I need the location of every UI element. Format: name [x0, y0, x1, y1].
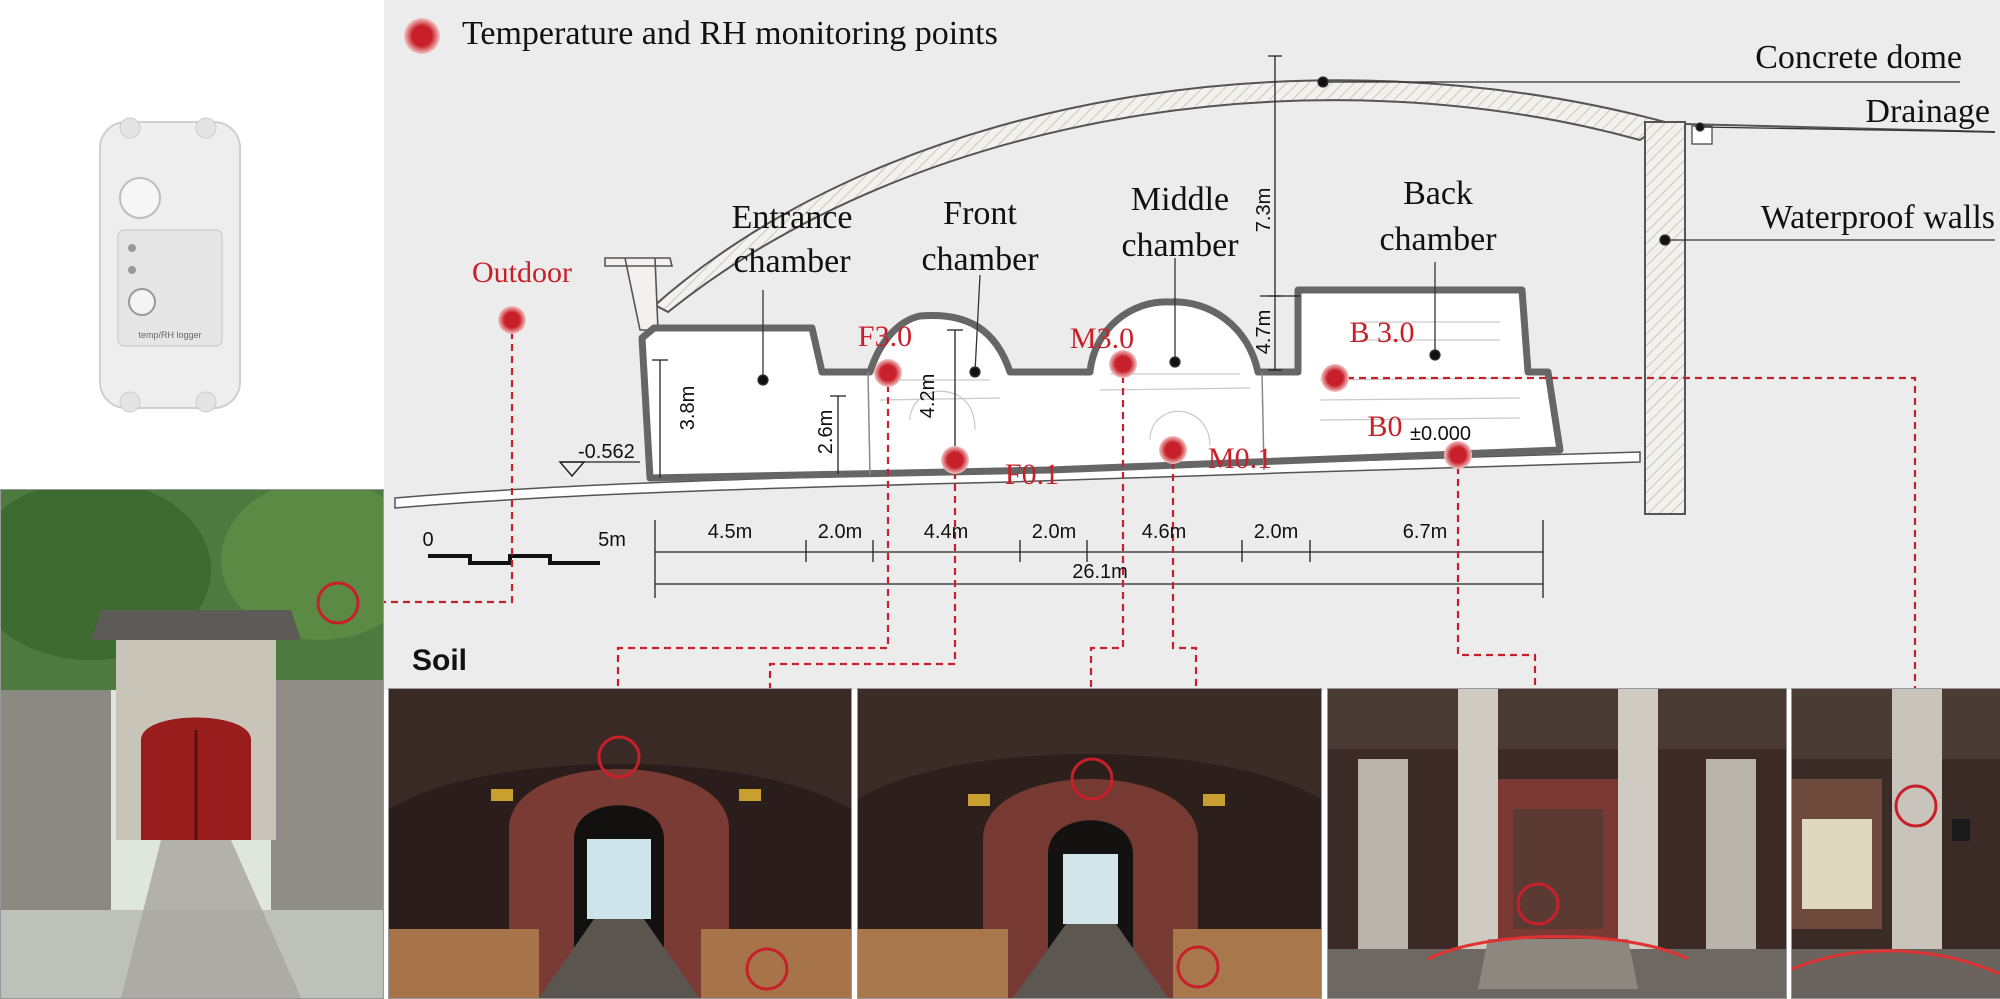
photo-middle-chamber	[857, 688, 1322, 999]
photo-back-chamber	[1327, 688, 1787, 999]
width-3: 4.4m	[924, 521, 968, 543]
width-2: 2.0m	[818, 521, 862, 543]
label-waterproof-walls: Waterproof walls	[1761, 199, 1995, 236]
label-back-1: Back	[1403, 175, 1473, 212]
dot-f30	[874, 359, 902, 387]
height-entrance-low: 2.6m	[815, 410, 837, 454]
width-7: 6.7m	[1403, 521, 1447, 543]
label-concrete-dome: Concrete dome	[1755, 39, 1962, 76]
width-5: 4.6m	[1142, 521, 1186, 543]
height-dome: 7.3m	[1253, 188, 1275, 232]
label-middle-1: Middle	[1131, 181, 1229, 218]
dot-m30	[1109, 350, 1137, 378]
waterproof-wall	[1644, 121, 1686, 515]
dot-b0	[1444, 441, 1472, 469]
label-outdoor: Outdoor	[472, 256, 572, 289]
dot-f01	[941, 446, 969, 474]
device-label: temp/RH logger	[138, 330, 201, 340]
label-b0: B0	[1367, 410, 1402, 443]
label-entrance-1: Entrance	[732, 199, 853, 236]
dot-m01	[1159, 436, 1187, 464]
photo-back-chamber-upper	[1791, 688, 2000, 999]
height-front: 4.2m	[917, 374, 939, 418]
logger-device-photo: temp/RH logger	[0, 0, 380, 485]
scale-end: 5m	[598, 529, 626, 551]
tomb-chambers	[638, 286, 1564, 482]
label-middle-2: chamber	[1121, 227, 1239, 264]
monitoring-point-dots	[404, 18, 1472, 474]
label-drainage: Drainage	[1865, 93, 1990, 130]
width-1: 4.5m	[708, 521, 752, 543]
elevation-ground: -0.562	[578, 441, 635, 463]
dot-b30	[1321, 364, 1349, 392]
total-width: 26.1m	[1072, 561, 1128, 583]
label-front-2: chamber	[921, 241, 1039, 278]
label-f01: F0.1	[1005, 458, 1059, 491]
legend-dot	[404, 18, 440, 54]
height-entrance: 3.8m	[677, 386, 699, 430]
scale-start: 0	[422, 529, 433, 551]
dot-outdoor	[498, 306, 526, 334]
label-soil: Soil	[412, 644, 467, 677]
label-m01: M0.1	[1208, 442, 1272, 475]
label-m30: M3.0	[1070, 322, 1134, 355]
width-6: 2.0m	[1254, 521, 1298, 543]
width-4: 2.0m	[1032, 521, 1076, 543]
label-front-1: Front	[943, 195, 1017, 232]
photo-front-chamber	[388, 688, 852, 999]
elevation-datum: ±0.000	[1410, 423, 1471, 445]
label-entrance-2: chamber	[733, 243, 851, 280]
legend-label: Temperature and RH monitoring points	[462, 15, 998, 52]
label-f30: F3.0	[858, 320, 912, 353]
photo-outdoor-entrance	[0, 489, 384, 999]
label-back-2: chamber	[1379, 221, 1497, 258]
height-back: 4.7m	[1253, 310, 1275, 354]
label-b30: B 3.0	[1349, 316, 1414, 349]
